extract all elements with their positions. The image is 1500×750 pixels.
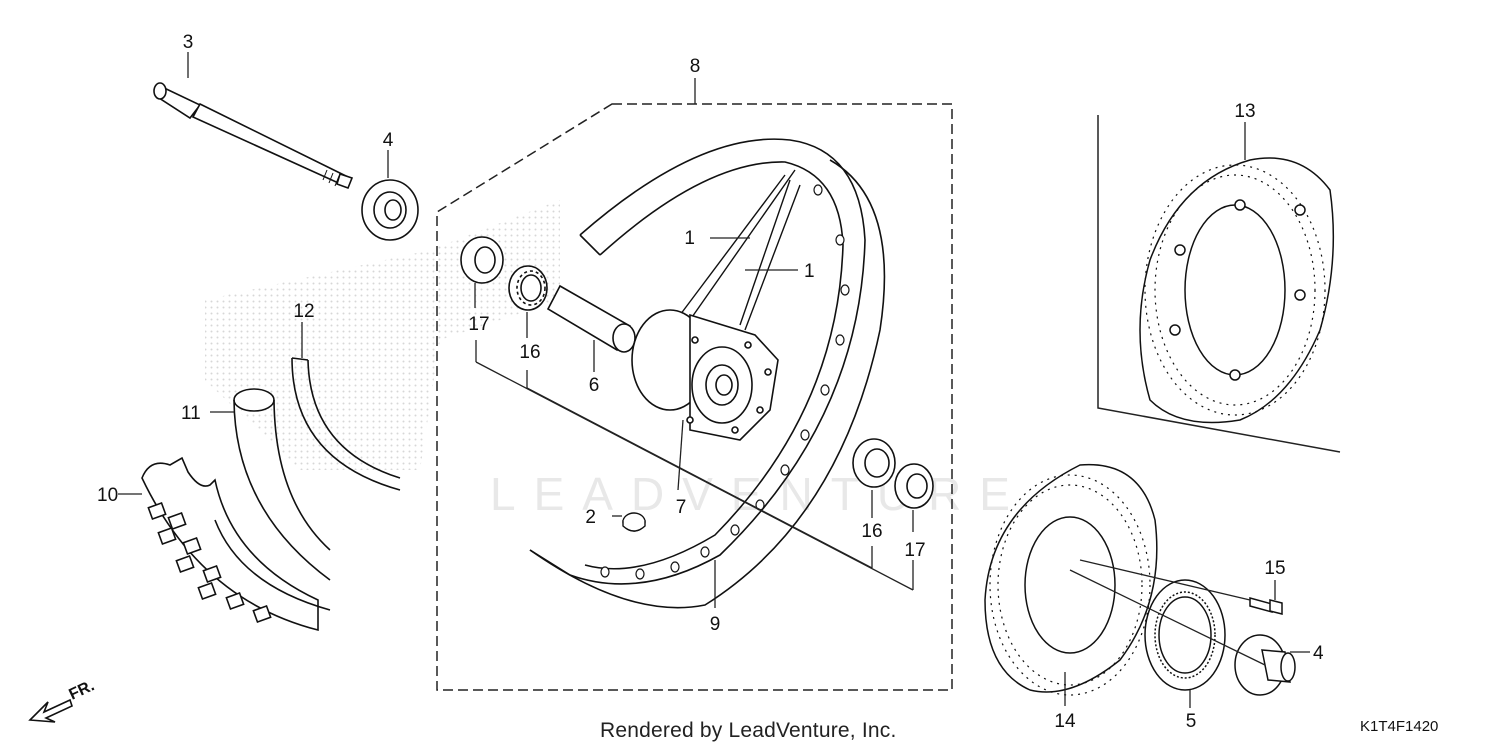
callout-1a: 1 bbox=[684, 228, 695, 249]
spoke-nipple-cap bbox=[622, 512, 646, 532]
wheel-hub bbox=[631, 309, 779, 441]
wheel-assembly-box bbox=[436, 103, 953, 691]
direction-label: FR. bbox=[67, 677, 98, 703]
callout-4a: 4 bbox=[383, 130, 394, 151]
collar-right bbox=[1234, 634, 1296, 696]
callout-2: 2 bbox=[585, 507, 596, 528]
bearing-17-left bbox=[460, 236, 504, 284]
collar-left bbox=[361, 179, 419, 241]
brake-disc-lower bbox=[984, 463, 1158, 696]
disc-bolt bbox=[1249, 597, 1283, 615]
leader-lines bbox=[118, 52, 1310, 708]
tire bbox=[141, 456, 331, 632]
bearing-17-right bbox=[894, 463, 934, 509]
callout-15: 15 bbox=[1264, 558, 1285, 579]
callout-7: 7 bbox=[676, 497, 687, 518]
front-direction-indicator: FR. bbox=[28, 677, 98, 723]
callout-8: 8 bbox=[690, 56, 701, 77]
diagram-code: K1T4F1420 bbox=[1360, 718, 1439, 735]
rim-band bbox=[291, 357, 401, 491]
wheel-rim bbox=[529, 138, 886, 609]
callout-17a: 17 bbox=[468, 314, 489, 335]
callout-3: 3 bbox=[183, 32, 194, 53]
pulser-ring bbox=[1144, 579, 1226, 691]
bearing-16-right bbox=[852, 438, 896, 488]
callout-13: 13 bbox=[1234, 101, 1255, 122]
brake-disc-upper bbox=[1139, 157, 1335, 424]
rim-spoke-holes bbox=[600, 184, 850, 580]
callout-10: 10 bbox=[97, 485, 118, 506]
callout-16b: 16 bbox=[861, 521, 882, 542]
callout-4b: 4 bbox=[1313, 643, 1324, 664]
callout-14: 14 bbox=[1054, 711, 1076, 732]
callout-5: 5 bbox=[1186, 711, 1197, 732]
callout-17b: 17 bbox=[904, 540, 925, 561]
front-arrow-icon bbox=[28, 698, 73, 723]
distance-collar bbox=[546, 284, 636, 353]
spokes bbox=[679, 169, 801, 331]
render-credit: Rendered by LeadVenture, Inc. bbox=[600, 719, 897, 742]
callout-11: 11 bbox=[181, 403, 201, 424]
callouts: 1 1 2 3 4 4 5 6 7 8 9 10 11 12 13 14 15 … bbox=[97, 32, 1324, 732]
disc-group-box bbox=[1097, 115, 1341, 453]
callout-1b: 1 bbox=[804, 261, 815, 282]
inner-tube bbox=[233, 388, 331, 581]
watermark-text: LEADVENTURE bbox=[490, 468, 1028, 520]
callout-16a: 16 bbox=[519, 342, 540, 363]
callout-12: 12 bbox=[293, 301, 314, 322]
callout-9: 9 bbox=[710, 614, 721, 635]
callout-6: 6 bbox=[589, 375, 600, 396]
bearing-16-left bbox=[508, 265, 548, 311]
axle-shaft bbox=[153, 82, 354, 190]
